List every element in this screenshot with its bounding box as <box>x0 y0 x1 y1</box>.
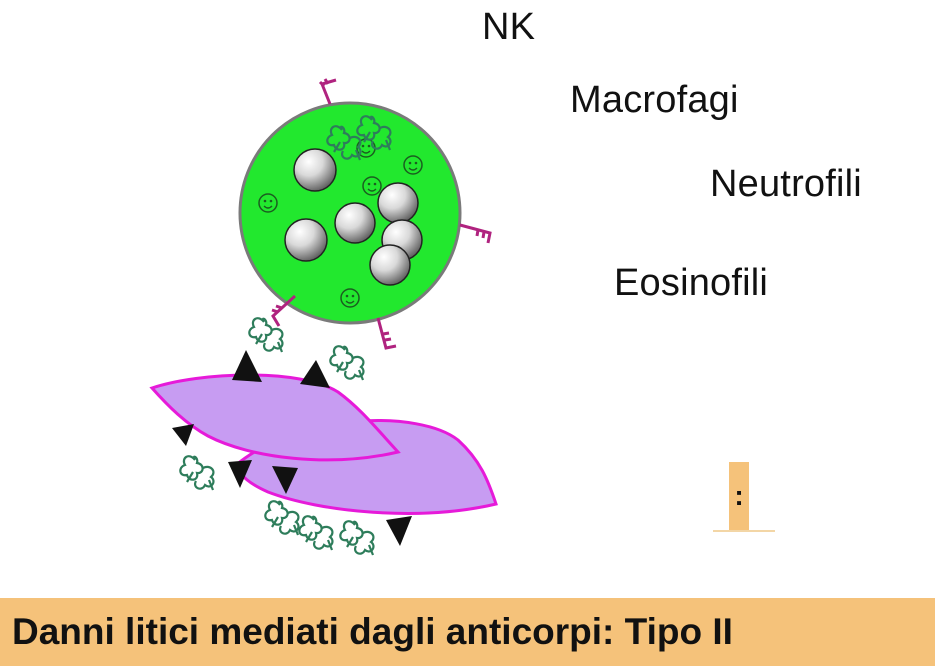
label-neutrofili: Neutrofili <box>710 163 862 205</box>
side-tag: : <box>729 462 749 530</box>
effector-cell <box>238 78 492 350</box>
side-tag-underline <box>713 530 775 532</box>
antibody-lysis-diagram <box>149 78 498 557</box>
surface-antigens <box>172 350 412 546</box>
label-eosinofili: Eosinofili <box>614 262 769 304</box>
label-macrofagi: Macrofagi <box>570 79 739 121</box>
cytoplasmic-granules <box>284 148 423 286</box>
caption-banner: Danni litici mediati dagli anticorpi: Ti… <box>0 598 935 666</box>
target-cells <box>149 317 498 557</box>
fc-receptors <box>271 78 492 350</box>
label-nk: NK <box>482 6 536 48</box>
target-cell-front <box>149 373 401 462</box>
